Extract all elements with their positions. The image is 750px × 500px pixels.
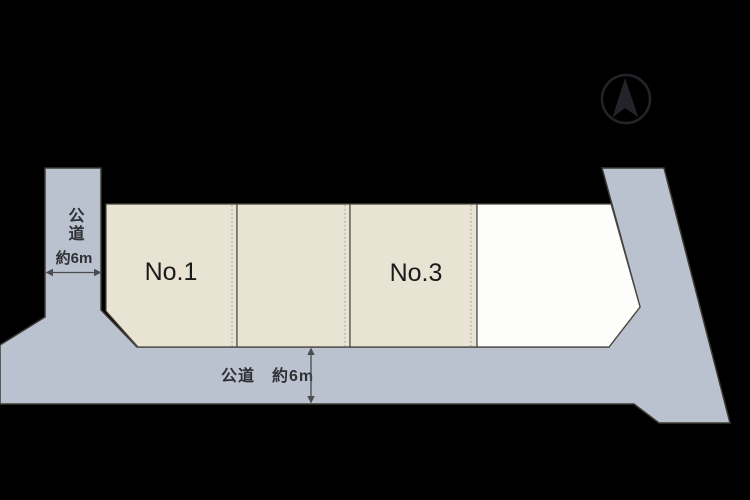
plot-middle	[236, 203, 351, 348]
compass-icon	[600, 73, 652, 125]
left-road-name-label: 公道	[66, 207, 85, 243]
road-surface	[0, 167, 731, 424]
plot-no3-label: No.3	[390, 259, 443, 287]
plot-right-white	[476, 203, 641, 348]
left-road-width-arrow	[45, 268, 102, 277]
plot-no1-label: No.1	[145, 258, 198, 286]
plot-no1	[105, 203, 238, 348]
bottom-road-label: 公道 約6m	[221, 366, 314, 385]
left-road-width-label: 約6m	[56, 249, 93, 267]
bottom-road-width-arrow	[307, 347, 315, 404]
north-arrow-icon	[612, 78, 639, 118]
